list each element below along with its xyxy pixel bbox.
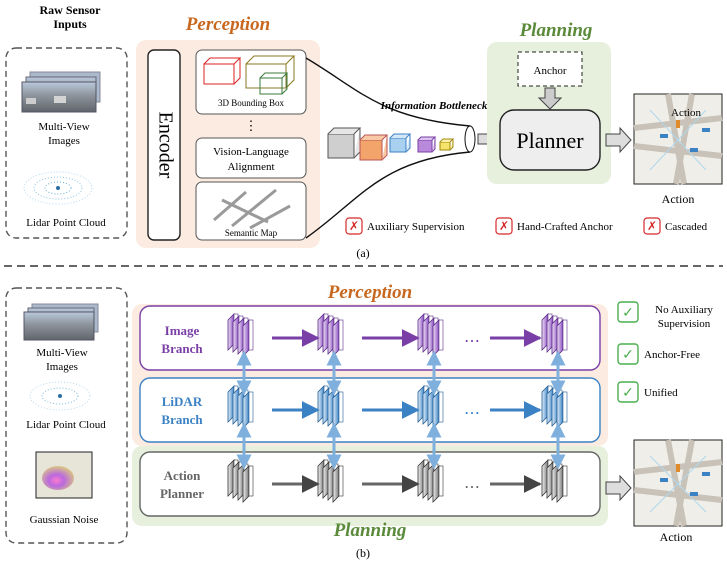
advantage-2-line1: Anchor-Free [644, 349, 700, 361]
action-planner-dots: ⋯ [464, 479, 480, 496]
lidar-layer-stack-1 [227, 385, 254, 429]
drawback-2-label: Hand-Crafted Anchor [517, 221, 613, 233]
lidar-branch-dots: ⋯ [464, 405, 480, 422]
part-b: Multi-View Images Lidar Point Cloud Gaus… [5, 282, 723, 560]
advantage-3-line1: Unified [644, 387, 678, 399]
inputs-panel [5, 47, 128, 239]
action-bev-b [633, 439, 723, 527]
advantage-1-line2: Supervision [658, 318, 711, 330]
anchor-arrow [537, 87, 563, 110]
vla-label-line2: Alignment [227, 161, 274, 173]
lidar-branch-label-line2: Branch [161, 412, 203, 427]
inputs-panel-b [5, 287, 128, 544]
planner-layer-stack-3 [417, 459, 444, 503]
inputs-title-line1: Raw Sensor [39, 3, 101, 17]
cross-mark-3: ✗ [647, 219, 657, 233]
multiview-label-b-line2: Images [46, 361, 78, 373]
drawback-3-label: Cascaded [665, 221, 708, 233]
perception-title-a: Perception [185, 14, 270, 35]
planner-layer-stack-1 [227, 459, 254, 503]
vla-label-line1: Vision-Language [213, 146, 289, 158]
lidar-label: Lidar Point Cloud [26, 217, 106, 229]
image-layer-stack-1 [227, 313, 254, 357]
planner-output-arrow-b [605, 474, 632, 502]
semantic-map-icon [213, 188, 291, 230]
planner-box [499, 109, 601, 171]
caption-a: (a) [356, 246, 369, 260]
gaussian-noise-thumbnail [35, 451, 93, 499]
check-mark-3: ✓ [622, 386, 634, 401]
drawback-1: ✗ Auxiliary Supervision [345, 217, 465, 235]
image-branch-dots: ⋯ [464, 333, 480, 350]
encoder-label: Encoder [154, 112, 176, 179]
lidar-branch-label-line1: LiDAR [162, 394, 203, 409]
multiview-label-line2: Images [48, 135, 80, 147]
bbox-label: 3D Bounding Box [218, 98, 285, 108]
check-mark-1: ✓ [622, 306, 634, 321]
bbox-3d-icon [203, 55, 296, 95]
advantage-1: ✓ No Auxiliary Supervision [617, 301, 713, 330]
planning-title-b: Planning [333, 520, 407, 541]
action-label-inset-a: Action [671, 107, 701, 119]
encoder-box [147, 49, 181, 241]
planner-output-arrow [605, 126, 632, 154]
bbox-card [195, 49, 307, 115]
planning-title-a: Planning [519, 20, 593, 41]
multiview-label-line1: Multi-View [38, 121, 89, 133]
drawback-2: ✗ Hand-Crafted Anchor [495, 217, 613, 235]
advantage-1-line1: No Auxiliary [655, 304, 713, 316]
inputs-title-line2: Inputs [53, 17, 87, 31]
multiview-label-b-line1: Multi-View [36, 347, 87, 359]
anchor-label: Anchor [534, 65, 567, 77]
multiview-images-thumbnail-b [23, 303, 99, 341]
action-label-b: Action [660, 530, 693, 544]
cross-mark-2: ✗ [499, 219, 509, 233]
bottleneck-label: Information Bottleneck [380, 100, 488, 112]
drawback-3: ✗ Cascaded [643, 217, 708, 235]
noise-label: Gaussian Noise [30, 514, 99, 526]
image-layer-stack-4 [541, 313, 568, 357]
planner-label: Planner [516, 128, 584, 153]
advantage-2: ✓ Anchor-Free [617, 343, 700, 365]
advantage-3: ✓ Unified [617, 381, 678, 403]
cross-mark-1: ✗ [349, 219, 359, 233]
lidar-pointcloud-thumbnail-b [29, 381, 91, 411]
drawback-1-label: Auxiliary Supervision [367, 221, 465, 233]
action-planner-label-line1: Action [164, 468, 202, 483]
feature-cubes [327, 127, 455, 161]
lidar-label-b: Lidar Point Cloud [26, 419, 106, 431]
image-branch-label-line1: Image [165, 323, 200, 338]
multiview-images-thumbnail [21, 71, 101, 113]
image-layer-stack-2 [317, 313, 344, 357]
vla-card [195, 137, 307, 179]
layer-stacks [227, 313, 568, 503]
check-mark-2: ✓ [622, 348, 634, 363]
planner-layer-stack-4 [541, 459, 568, 503]
image-branch-label-line2: Branch [161, 341, 203, 356]
lidar-pointcloud-thumbnail [23, 171, 93, 205]
action-planner-label-line2: Planner [160, 486, 204, 501]
bottleneck-opening [464, 125, 476, 153]
caption-b: (b) [356, 546, 370, 560]
bottleneck-funnel [305, 57, 471, 239]
anchor-box [517, 51, 583, 87]
vertical-ellipsis: ⋮ [245, 118, 258, 133]
perception-title-b: Perception [327, 282, 412, 303]
action-label-a: Action [662, 192, 695, 206]
action-bev-a [633, 93, 723, 185]
lidar-layer-stack-4 [541, 385, 568, 429]
semantic-map-label: Semantic Map [225, 228, 278, 238]
part-a: Raw Sensor Inputs Multi-View Images Lida… [5, 3, 723, 260]
